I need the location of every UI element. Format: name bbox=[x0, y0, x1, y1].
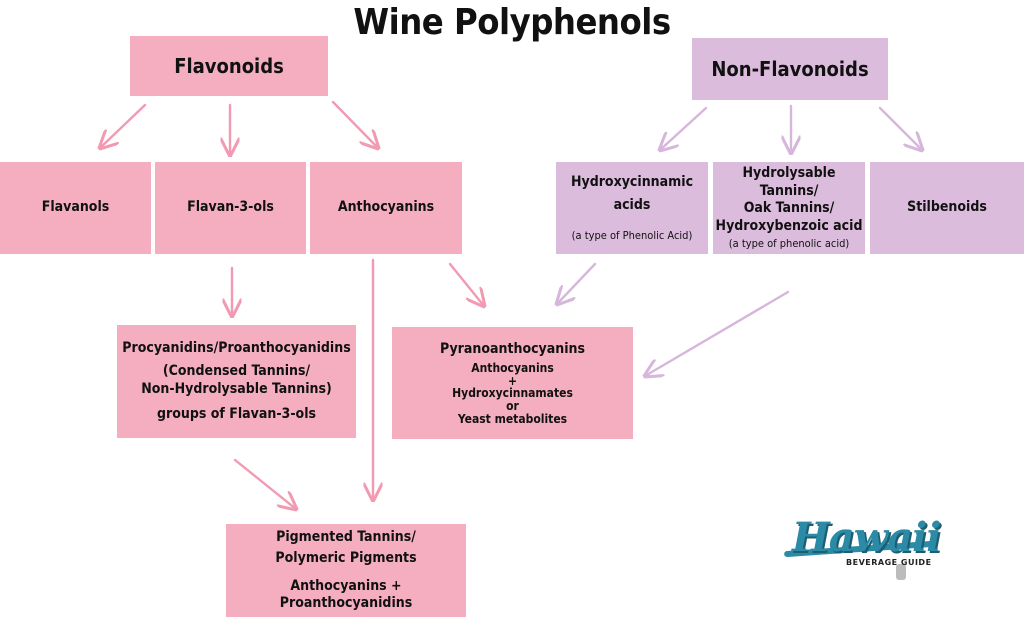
flavanols-label: Flavanols bbox=[41, 199, 110, 216]
flavanols-box: Flavanols bbox=[0, 162, 151, 254]
logo-island-icon bbox=[896, 564, 906, 580]
non-flavonoids-label: Non-Flavonoids bbox=[711, 56, 869, 81]
hydroxycinnamic-acids-box: Hydroxycinnamic acids (a type of Phenoli… bbox=[556, 162, 708, 254]
hydroxycinnamic-line1: Hydroxycinnamic bbox=[570, 173, 694, 190]
flavonoids-label: Flavonoids bbox=[174, 53, 284, 78]
procyanidins-line2: (Condensed Tannins/ bbox=[162, 363, 311, 379]
pyrano-or: or bbox=[506, 399, 519, 414]
pigmented-line3: Anthocyanins + Proanthocyanidins bbox=[279, 577, 413, 612]
hydrolysable-line1: Hydrolysable Tannins/ bbox=[742, 165, 836, 199]
hydroxycinnamic-line2: acids bbox=[613, 197, 651, 214]
pyrano-line2: Hydroxycinnamates bbox=[452, 386, 573, 401]
hydrolysable-line2: Oak Tannins/ bbox=[743, 200, 835, 217]
procyanidins-box: Procyanidins/Proanthocyanidins (Condense… bbox=[117, 325, 356, 438]
procyanidins-line3: Non-Hydrolysable Tannins) bbox=[141, 380, 332, 397]
logo-word: Hawaii bbox=[792, 514, 941, 561]
arrow-flavonoids-to-flavanols bbox=[100, 103, 147, 148]
arrow-hydroxycinnamic-to-pyrano bbox=[557, 262, 597, 304]
pyranoanthocyanins-box: Pyranoanthocyanins Anthocyanins + Hydrox… bbox=[392, 327, 633, 439]
arrow-flavonoids-to-anthocyanins bbox=[331, 100, 378, 148]
arrow-hydrolysable-to-pyrano bbox=[645, 290, 790, 376]
hawaii-beverage-guide-logo: Hawaii BEVERAGE GUIDE bbox=[780, 512, 941, 580]
arrow-nonflav-to-stilbenoids bbox=[878, 106, 922, 150]
stilbenoids-label: Stilbenoids bbox=[907, 199, 987, 216]
hydrolysable-note: (a type of phenolic acid) bbox=[728, 237, 850, 251]
arrow-procyanidins-to-pigmented bbox=[233, 458, 296, 509]
flavan-3-ols-box: Flavan-3-ols bbox=[155, 162, 306, 254]
arrow-nonflav-to-hydroxycinnamic bbox=[660, 106, 708, 150]
hydrolysable-line3: Hydroxybenzoic acid bbox=[715, 217, 863, 234]
pyrano-line3: Yeast metabolites bbox=[457, 411, 568, 426]
pigmented-line1: Pigmented Tannins/ bbox=[276, 528, 416, 545]
pyrano-plus: + bbox=[507, 373, 518, 388]
anthocyanins-label: Anthocyanins bbox=[337, 199, 435, 216]
non-flavonoids-box: Non-Flavonoids bbox=[692, 38, 888, 100]
flavan-3-ols-label: Flavan-3-ols bbox=[187, 199, 274, 216]
arrow-anthocyanins-to-pyrano bbox=[448, 262, 484, 306]
procyanidins-line4: groups of Flavan-3-ols bbox=[156, 406, 317, 422]
pigmented-tannins-box: Pigmented Tannins/ Polymeric Pigments An… bbox=[226, 524, 466, 617]
pyrano-line1: Anthocyanins bbox=[471, 361, 554, 376]
pyrano-title: Pyranoanthocyanins bbox=[439, 340, 586, 357]
logo-subtitle: BEVERAGE GUIDE bbox=[846, 558, 932, 567]
anthocyanins-box: Anthocyanins bbox=[310, 162, 462, 254]
flavonoids-box: Flavonoids bbox=[130, 36, 328, 96]
hydrolysable-tannins-box: Hydrolysable Tannins/ Oak Tannins/ Hydro… bbox=[713, 162, 865, 254]
hydroxycinnamic-note: (a type of Phenolic Acid) bbox=[571, 228, 693, 242]
diagram-title: Wine Polyphenols bbox=[353, 2, 671, 43]
pigmented-line2: Polymeric Pigments bbox=[275, 550, 417, 566]
stilbenoids-box: Stilbenoids bbox=[870, 162, 1024, 254]
procyanidins-line1: Procyanidins/Proanthocyanidins bbox=[122, 339, 351, 356]
